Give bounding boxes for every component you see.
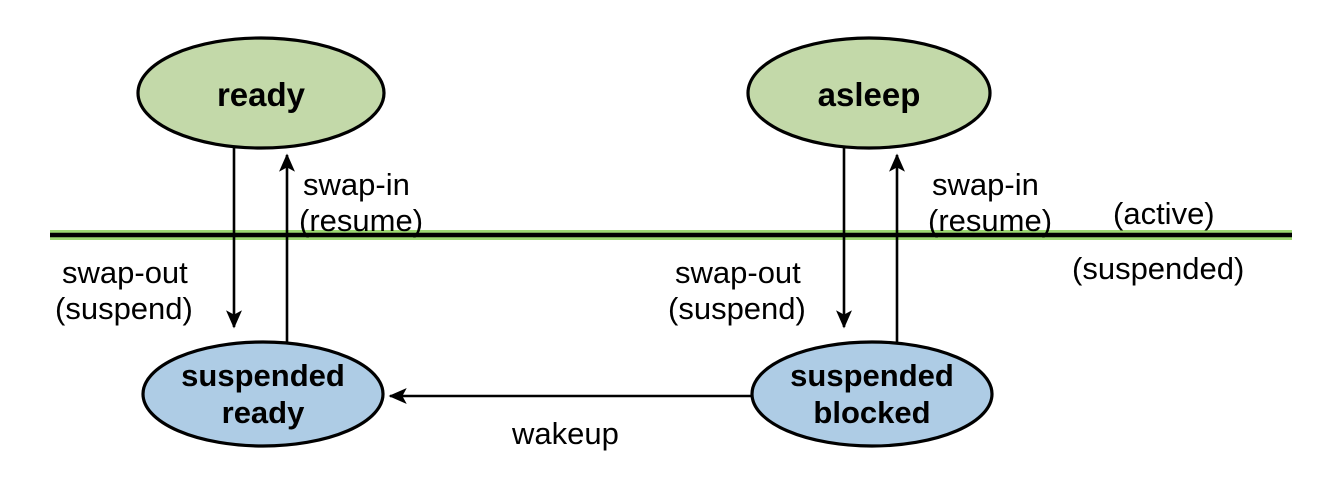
node-asleep[interactable]: asleep <box>746 36 992 150</box>
label-zone-active: (active) <box>1113 196 1215 231</box>
wakeup-label: wakeup <box>511 416 619 451</box>
label-zone-suspended: (suspended) <box>1072 251 1244 286</box>
right-swap-out-line2: (suspend) <box>668 291 806 326</box>
right-swap-in-line1: swap-in <box>932 167 1039 202</box>
node-suspended-ready-label-line1: suspended <box>181 358 345 393</box>
label-left-swap-out: swap-out (suspend) <box>55 255 193 326</box>
node-suspended-blocked-label-line1: suspended <box>790 358 954 393</box>
label-wakeup: wakeup <box>511 416 619 451</box>
node-suspended-blocked[interactable]: suspended blocked <box>750 340 994 448</box>
active-zone-label: (active) <box>1113 196 1215 231</box>
node-suspended-ready-shape <box>141 340 385 448</box>
node-ready[interactable]: ready <box>136 36 386 150</box>
node-asleep-label: asleep <box>818 76 921 113</box>
node-suspended-blocked-label-line2: blocked <box>813 395 930 430</box>
node-ready-label: ready <box>217 76 306 113</box>
node-suspended-ready-label-line2: ready <box>222 395 305 430</box>
right-swap-out-line1: swap-out <box>675 255 801 290</box>
label-right-swap-out: swap-out (suspend) <box>668 255 806 326</box>
left-swap-in-line1: swap-in <box>303 167 410 202</box>
right-swap-in-line2: (resume) <box>928 203 1052 238</box>
label-right-swap-in: swap-in (resume) <box>928 167 1052 238</box>
label-left-swap-in: swap-in (resume) <box>299 167 423 238</box>
node-suspended-blocked-shape <box>750 340 994 448</box>
left-swap-out-line1: swap-out <box>62 255 188 290</box>
node-ready-shape <box>136 36 386 150</box>
left-swap-out-line2: (suspend) <box>55 291 193 326</box>
node-suspended-ready[interactable]: suspended ready <box>141 340 385 448</box>
suspended-zone-label: (suspended) <box>1072 251 1244 286</box>
node-asleep-shape <box>746 36 992 150</box>
left-swap-in-line2: (resume) <box>299 203 423 238</box>
